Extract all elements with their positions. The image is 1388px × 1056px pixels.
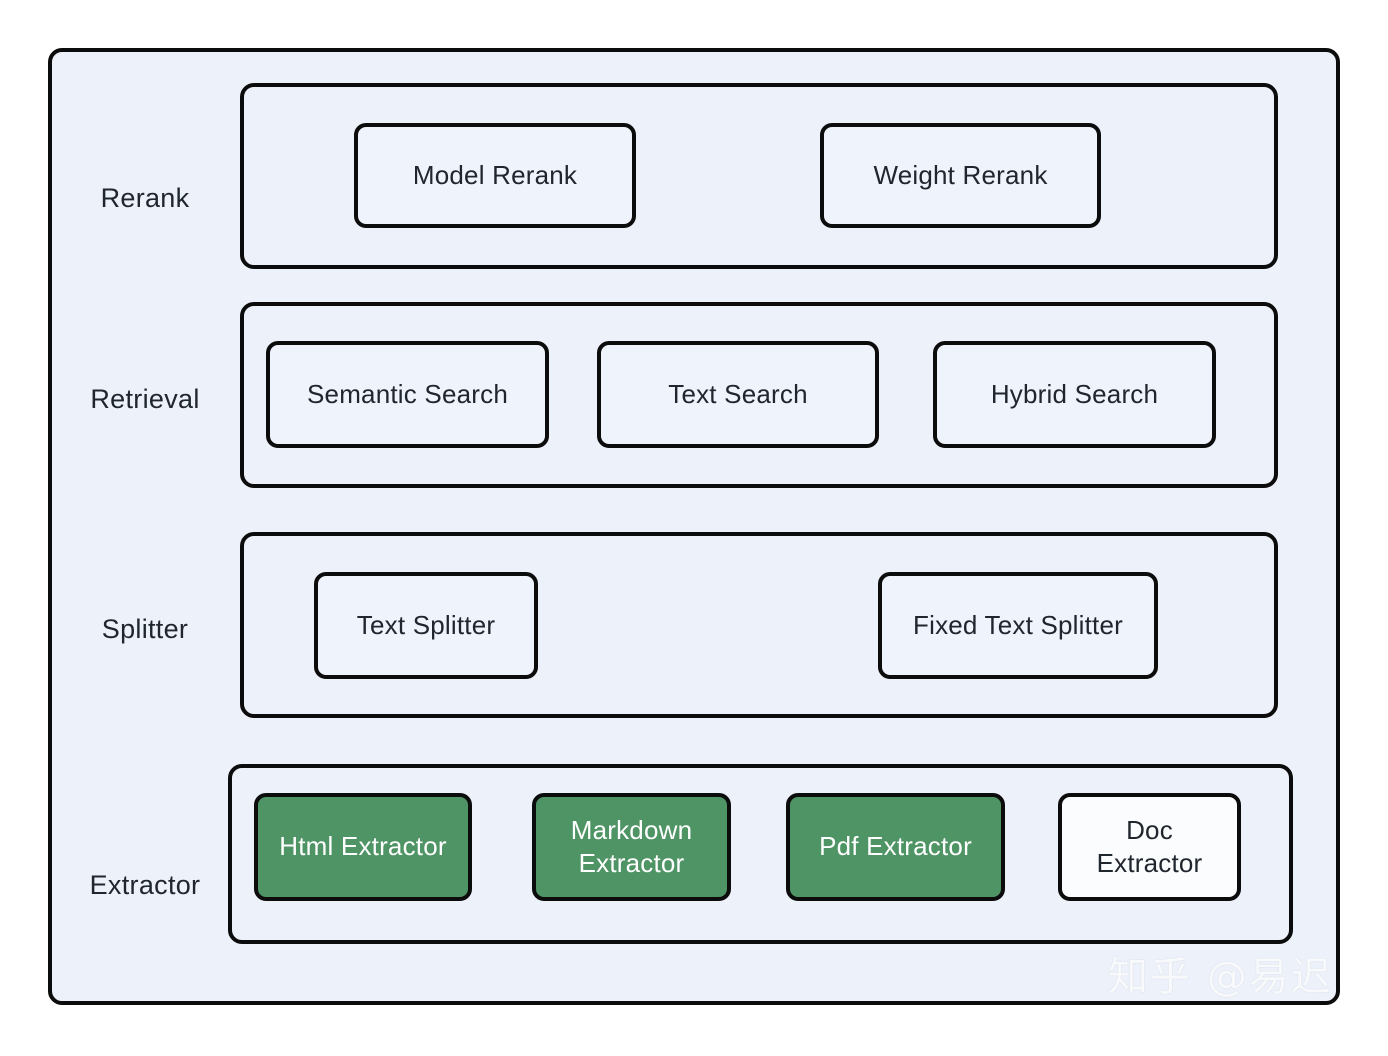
layer-label-extractor: Extractor: [89, 870, 201, 900]
node-label: Weight Rerank: [873, 159, 1048, 190]
node-text-search[interactable]: Text Search: [597, 341, 879, 448]
node-label: Semantic Search: [307, 378, 508, 409]
node-html-extractor[interactable]: Html Extractor: [254, 793, 472, 901]
node-label: Fixed Text Splitter: [913, 609, 1123, 640]
node-weight-rerank[interactable]: Weight Rerank: [820, 123, 1101, 228]
node-hybrid-search[interactable]: Hybrid Search: [933, 341, 1216, 448]
node-label: Html Extractor: [279, 831, 447, 862]
layer-label-retrieval: Retrieval: [90, 384, 200, 414]
node-fixed-text-splitter[interactable]: Fixed Text Splitter: [878, 572, 1158, 679]
layer-label-rerank: Rerank: [100, 183, 190, 213]
layer-label-splitter: Splitter: [101, 614, 189, 644]
node-markdown-extractor[interactable]: Markdown Extractor: [532, 793, 731, 901]
node-label: Model Rerank: [412, 159, 578, 190]
node-pdf-extractor[interactable]: Pdf Extractor: [786, 793, 1005, 901]
node-semantic-search[interactable]: Semantic Search: [266, 341, 549, 448]
node-label: Doc Extractor: [1096, 814, 1203, 878]
node-label: Text Splitter: [356, 609, 496, 640]
node-label: Text Search: [668, 378, 808, 409]
node-doc-extractor[interactable]: Doc Extractor: [1058, 793, 1241, 901]
node-model-rerank[interactable]: Model Rerank: [354, 123, 636, 228]
node-label: Markdown Extractor: [570, 814, 693, 878]
node-label: Hybrid Search: [990, 378, 1159, 409]
node-label: Pdf Extractor: [819, 831, 972, 862]
node-text-splitter[interactable]: Text Splitter: [314, 572, 538, 679]
